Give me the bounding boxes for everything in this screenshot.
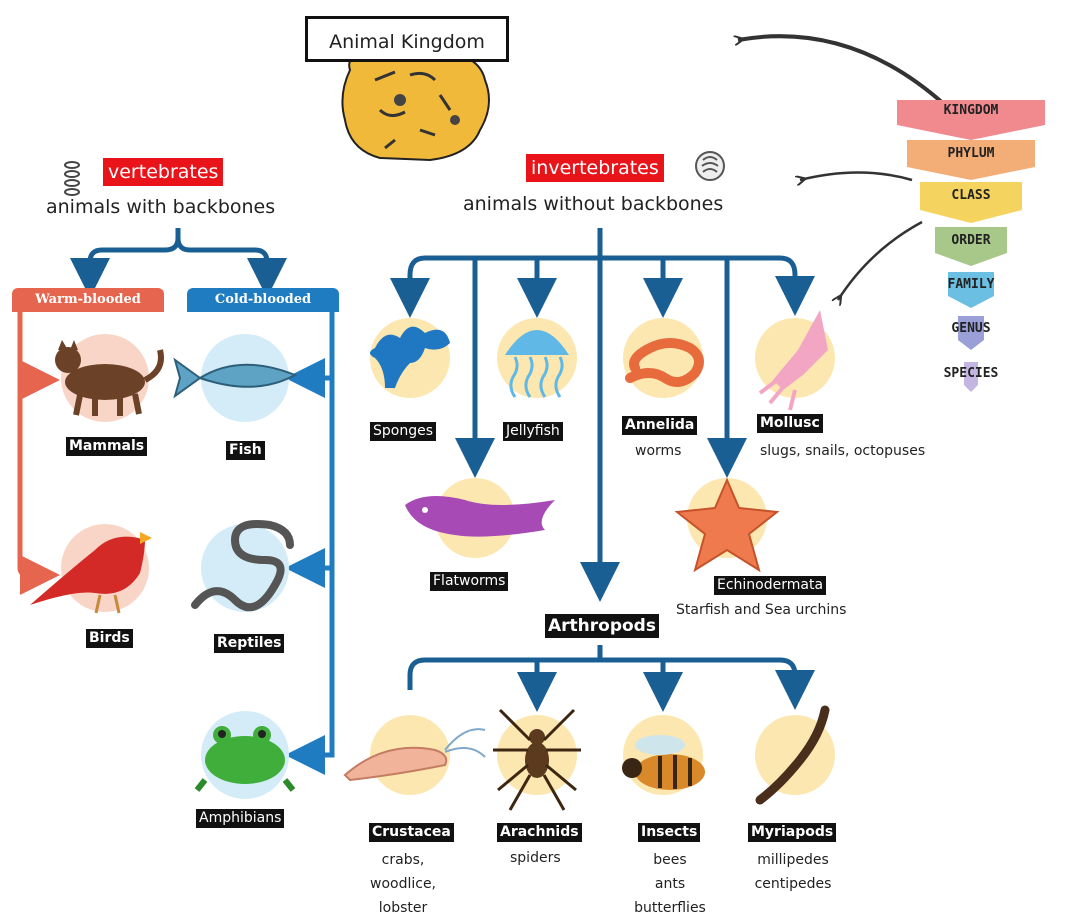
annelida-sub: worms [635,442,681,461]
echinodermata-sub: Starfish and Sea urchins [676,601,846,620]
invertebrates-desc: animals without backbones [463,193,723,215]
taxonomy-label-class: CLASS [901,188,1041,203]
page-title: Animal Kingdom [305,16,509,62]
amphibians-label: Amphibians [196,809,284,828]
taxonomy-label-order: ORDER [901,233,1041,248]
annelida-label: Annelida [622,416,697,435]
mollusc-sub: slugs, snails, octopuses [760,442,925,461]
arachnids-label: Arachnids [497,823,582,842]
vertebrates-desc: animals with backbones [46,196,275,218]
myriapods-sub-1: millipedes [748,851,838,870]
kingdom-arrow [738,36,945,105]
arachnids-sub: spiders [510,849,561,868]
taxonomy-label-kingdom: KINGDOM [901,103,1041,118]
jellyfish-label: Jellyfish [503,422,563,441]
taxonomy-label-family: FAMILY [901,277,1041,292]
crustacea-sub-3: lobster [370,899,436,918]
taxonomy-label-phylum: PHYLUM [901,146,1041,161]
insects-sub-2: ants [630,875,710,894]
fish-label: Fish [226,441,265,460]
warm-blooded-tab: Warm-blooded [12,288,164,312]
mammals-label: Mammals [66,437,147,456]
crustacea-sub-1: crabs, [370,851,436,870]
echinodermata-label: Echinodermata [714,576,826,595]
insects-sub-1: bees [630,851,710,870]
spine-icon [65,162,79,195]
flatworms-label: Flatworms [430,572,508,591]
cold-blooded-tab: Cold-blooded [187,288,339,312]
insects-label: Insects [638,823,700,842]
mollusc-label: Mollusc [757,414,823,433]
myriapods-label: Myriapods [748,823,836,842]
insects-sub-3: butterflies [630,899,710,918]
vertebrates-brace [90,238,267,280]
taxonomy-label-genus: GENUS [901,321,1041,336]
phylum-arrow [800,173,912,181]
vertebrates-tag: vertebrates [103,158,223,186]
shell-icon [696,152,724,180]
invertebrates-tag: invertebrates [526,154,664,182]
birds-label: Birds [86,629,133,648]
kingdom-image [342,52,489,160]
sponges-label: Sponges [370,422,436,441]
taxonomy-label-species: SPECIES [901,366,1041,381]
myriapods-sub-2: centipedes [748,875,838,894]
crustacea-sub-2: woodlice, [370,875,436,894]
arthropods-label: Arthropods [545,614,659,638]
reptiles-label: Reptiles [214,634,284,653]
crustacea-label: Crustacea [369,823,454,842]
